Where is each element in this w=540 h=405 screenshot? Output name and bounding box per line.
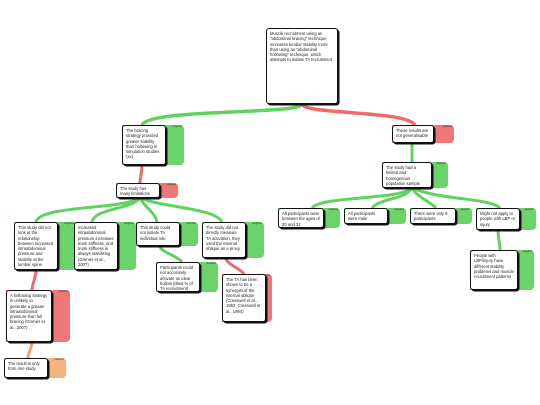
node-tag: supports — [436, 162, 446, 165]
node-text: Increased intraabdominal pressure increa… — [74, 222, 118, 270]
node-text: The study did not directly measure TA ac… — [202, 222, 246, 258]
node-text: The result is only from one study — [4, 358, 48, 378]
node-tag: supports — [328, 208, 338, 211]
connector-n3-n8 — [139, 196, 224, 223]
node-text: The bracing strategy provided greater st… — [122, 125, 166, 165]
connector-n13-n17 — [26, 341, 34, 359]
node-text: A hollowing strategy is unlikely to gene… — [6, 290, 52, 342]
node-text: The study has many limitations — [116, 183, 160, 198]
node-tag: supports — [124, 222, 134, 225]
node-text: These results are not generalisable — [392, 125, 434, 143]
connector-n8-n15 — [224, 257, 246, 275]
connector-n3-n5 — [34, 196, 141, 223]
node-text: Participants could not accurately activa… — [156, 262, 200, 292]
node-tag: opposes — [58, 290, 68, 293]
connector-n3-n6 — [90, 196, 142, 223]
node-tag: supports — [522, 250, 532, 253]
connector-n4-n12 — [411, 186, 502, 210]
node-tag: however — [54, 358, 64, 361]
node-text: Might not apply to people with LBP or in… — [476, 208, 520, 230]
connector-n3-n7 — [138, 197, 159, 223]
connector-n4-n10 — [370, 187, 414, 210]
node-tag: supports — [206, 262, 216, 265]
node-tag: supports — [172, 125, 182, 128]
connector-root-n1 — [140, 102, 304, 127]
connector-n4-n11 — [410, 187, 438, 210]
root-claim-text: Muscle recruitment using an "abdominal b… — [266, 28, 338, 104]
node-tag: supports — [394, 208, 404, 211]
node-tag: supports — [252, 222, 262, 225]
node-tag: supports — [64, 222, 74, 225]
connector-n4-n9 — [310, 186, 414, 210]
node-tag: opposes — [442, 125, 452, 128]
connector-n12-n16 — [496, 229, 502, 251]
node-text: This study could not isolate TA individu… — [136, 222, 180, 246]
node-text: All participants were male — [344, 208, 388, 224]
node-text: All participants were between the ages o… — [278, 208, 324, 228]
node-text: The TA has been shown to be a synergist … — [222, 274, 266, 322]
node-tag: supports — [186, 222, 196, 225]
node-tag: opposes — [166, 183, 176, 186]
connector-n5-n13 — [30, 269, 38, 291]
connector-n1-n3 — [138, 164, 144, 184]
node-text: There were only 8 participants — [410, 208, 456, 224]
connector-n7-n14 — [158, 245, 184, 264]
node-tag: supports — [524, 208, 534, 211]
node-text: This study did not look at the relations… — [14, 222, 58, 270]
connector-root-n2 — [300, 102, 417, 127]
node-text: People with LBP/injury have different st… — [470, 250, 518, 290]
node-text: The study had a limited and homogenous p… — [382, 162, 432, 188]
node-tag: supports — [460, 208, 470, 211]
